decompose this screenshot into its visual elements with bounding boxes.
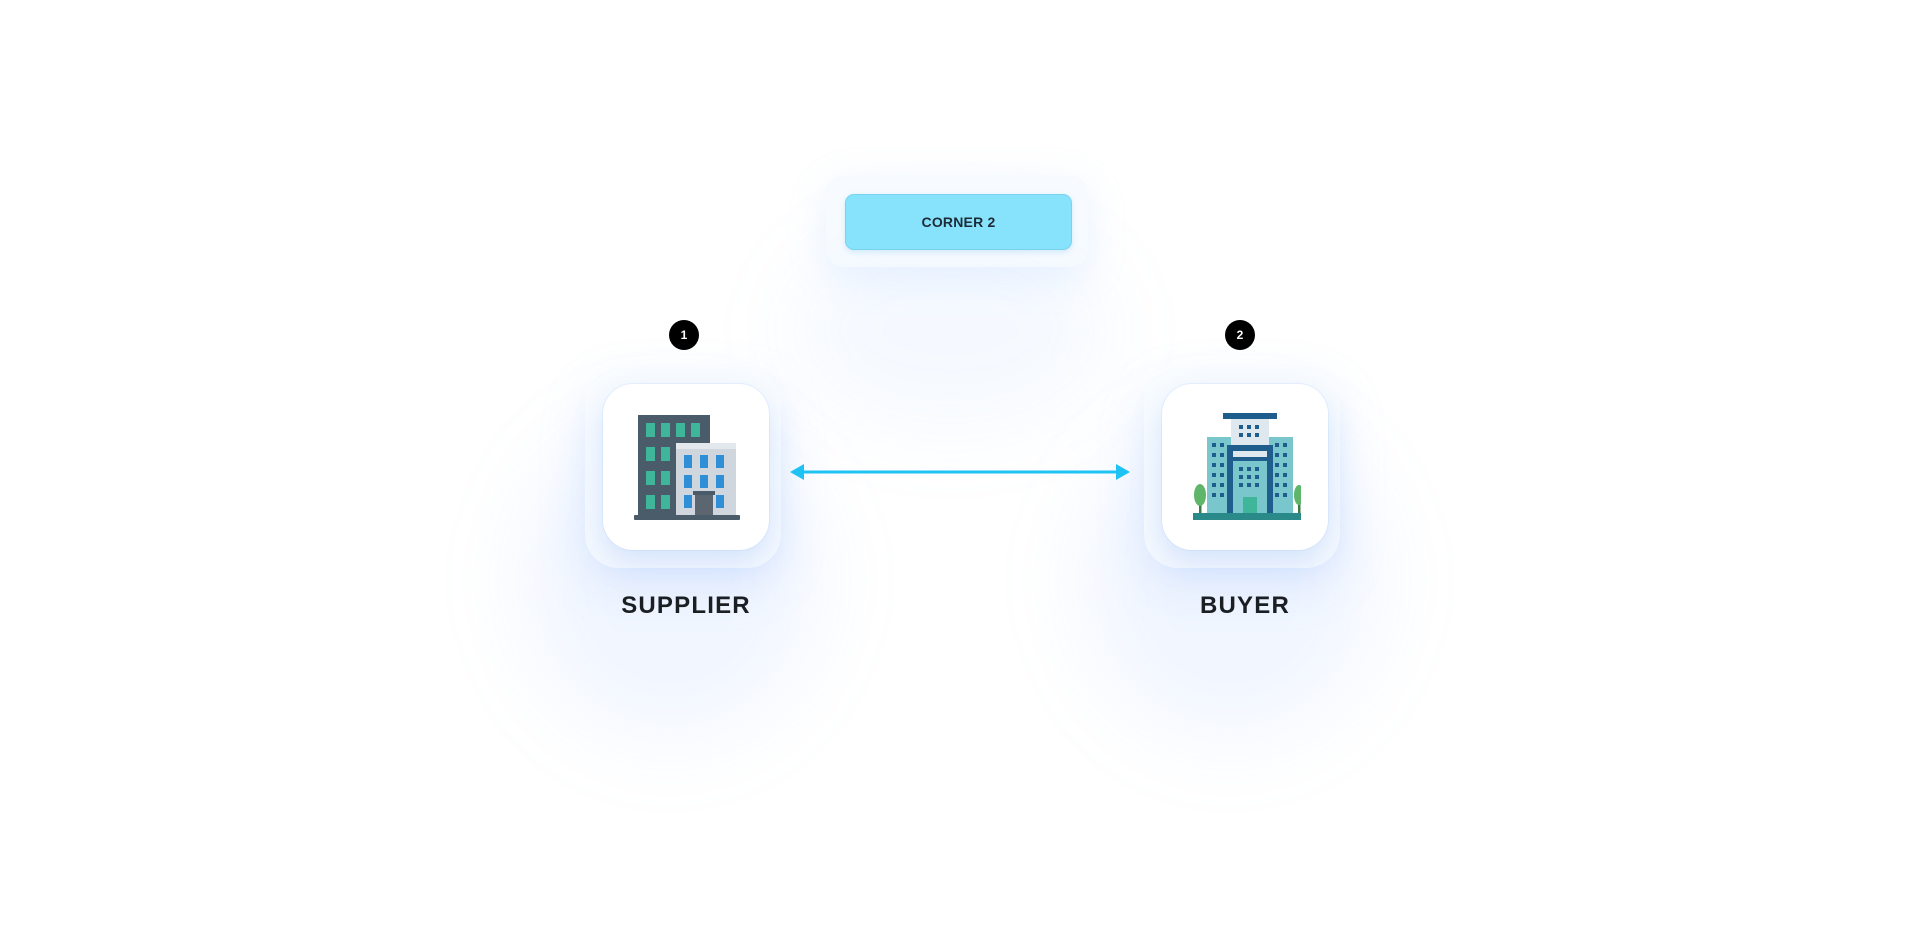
arrow-head-left — [790, 464, 804, 480]
corporate-building-icon — [1193, 413, 1301, 520]
bidirectional-arrow — [790, 464, 1130, 480]
arrow-head-right — [1116, 464, 1130, 480]
buyer-card[interactable] — [1162, 384, 1328, 550]
step-badge-1: 1 — [669, 320, 699, 350]
corner-2-box[interactable]: CORNER 2 — [845, 194, 1072, 250]
supplier-label: SUPPLIER — [621, 592, 751, 619]
supplier-card[interactable] — [603, 384, 769, 550]
buyer-label: BUYER — [1199, 592, 1290, 619]
office-building-icon — [634, 415, 740, 520]
step-badge-2: 2 — [1225, 320, 1255, 350]
